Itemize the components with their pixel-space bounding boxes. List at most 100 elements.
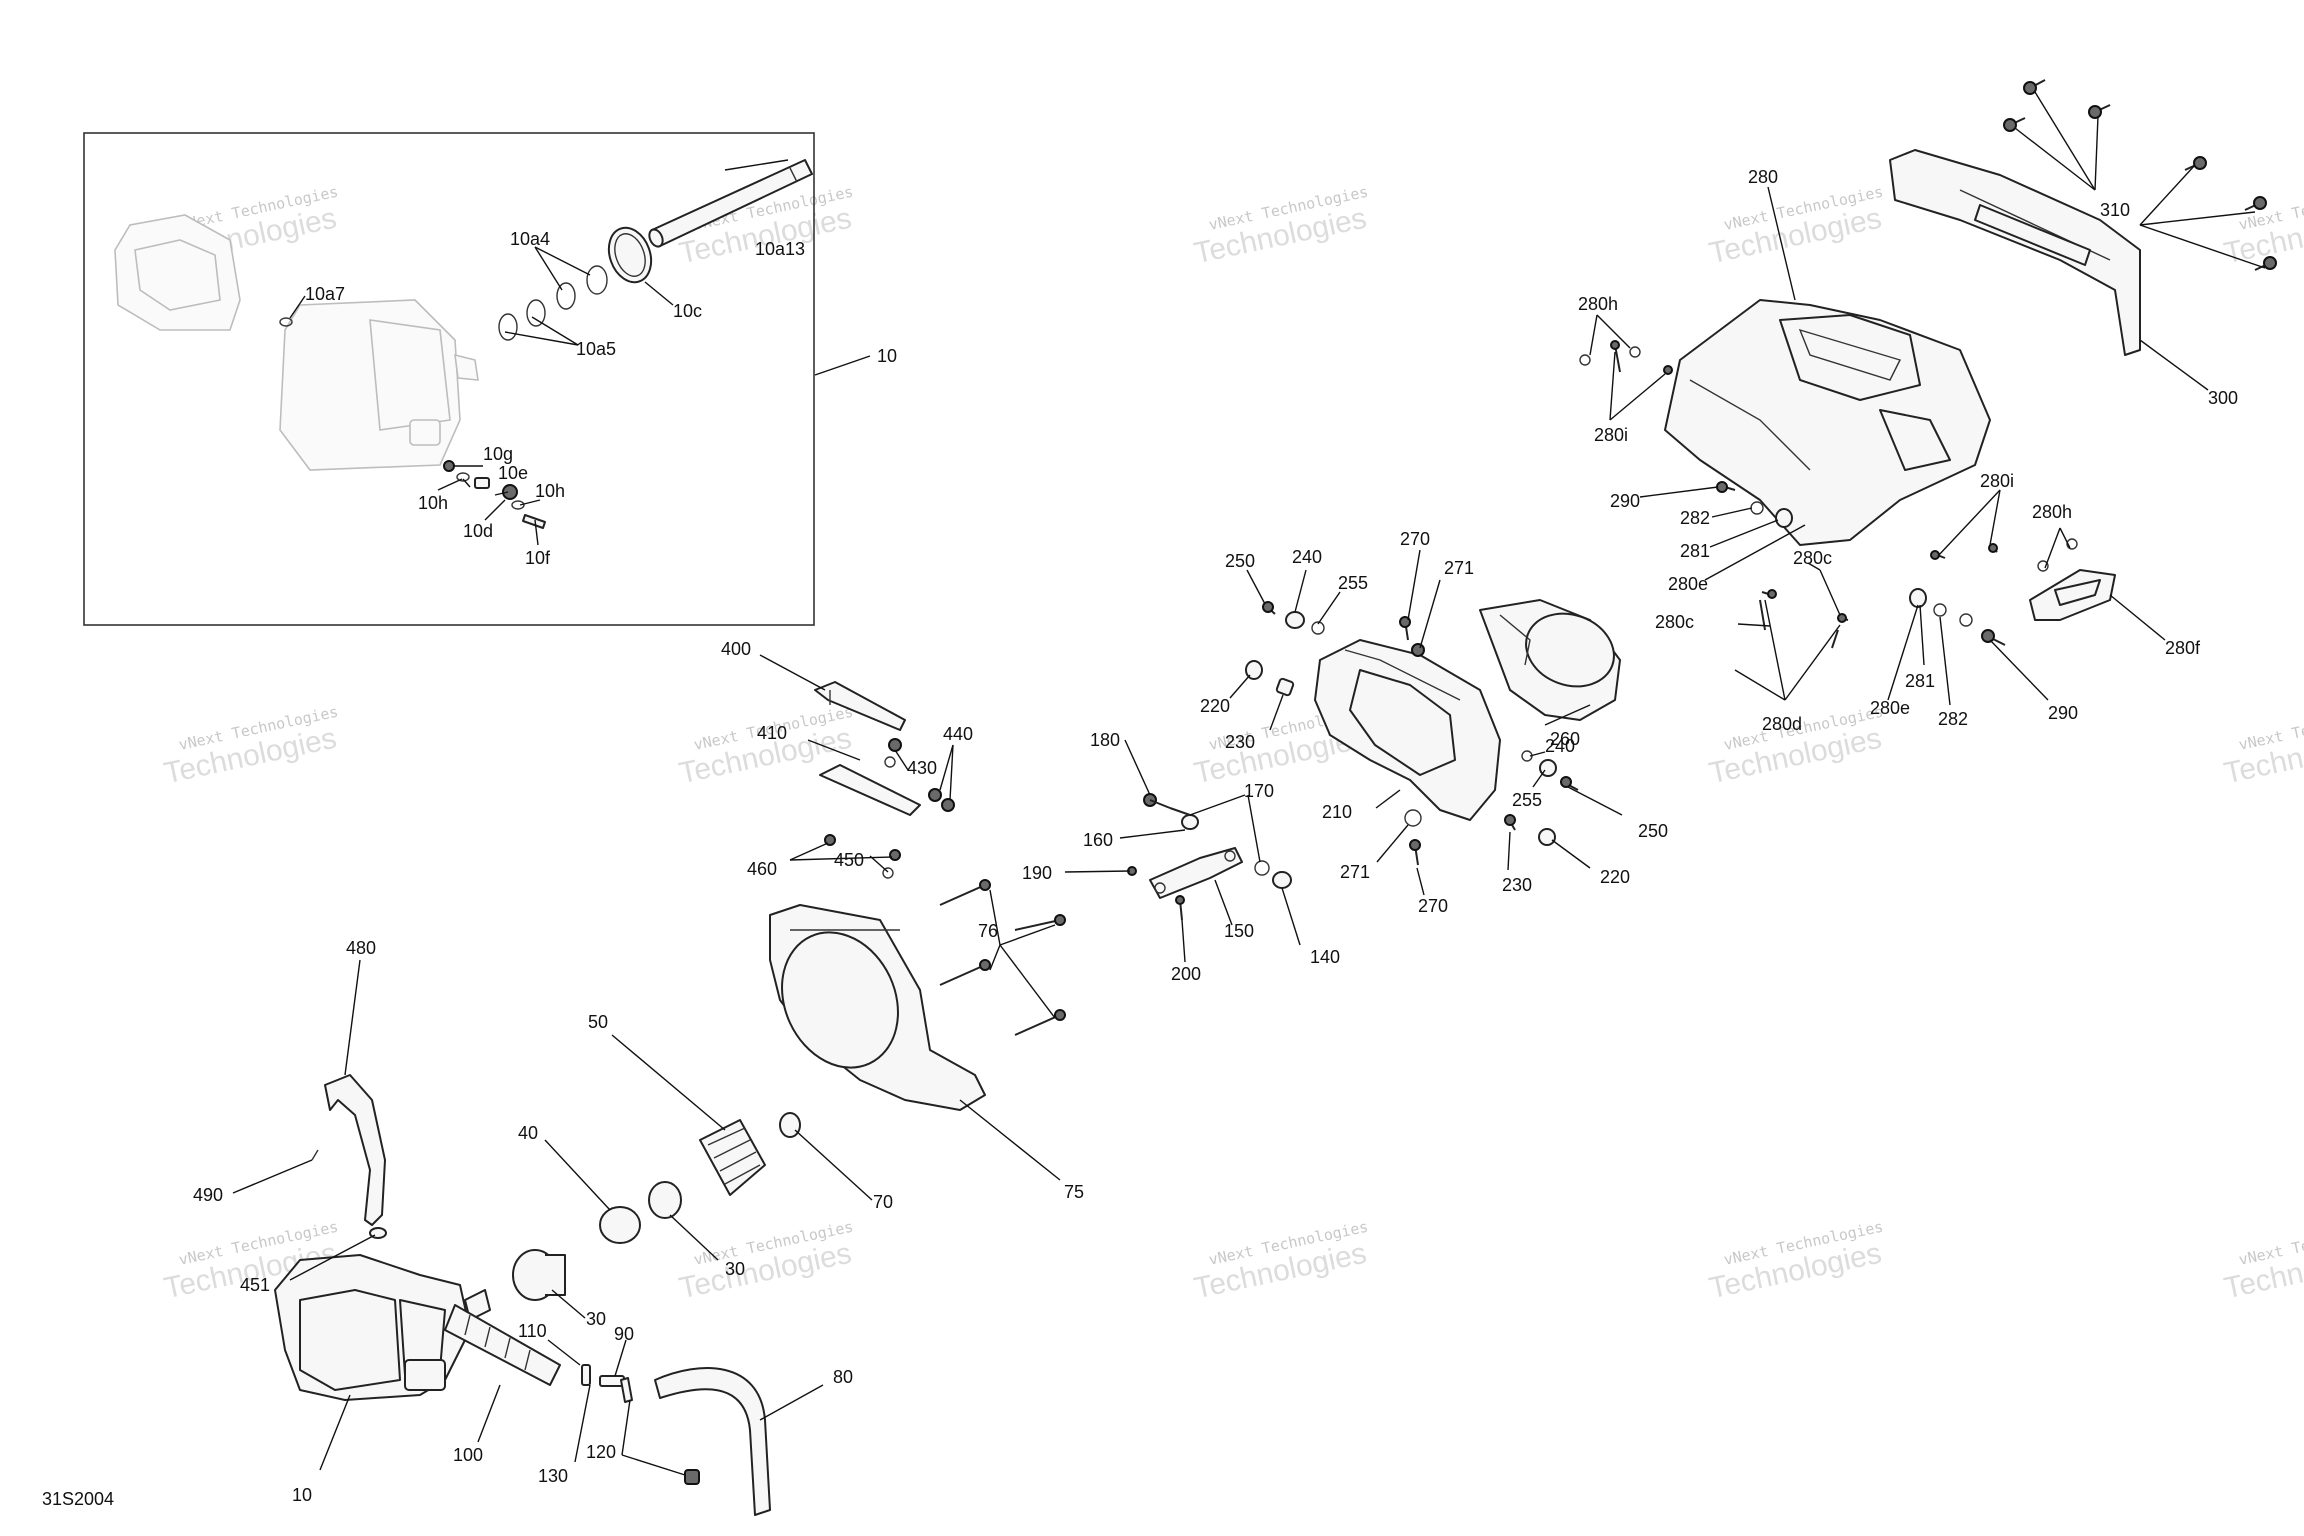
callout-150: 150: [1224, 921, 1254, 941]
callout-labels: 10a7 10a4 10a5 10a13 10c 10 10g 10e 10h …: [42, 167, 2238, 1509]
inset-assembly-10: [83, 132, 815, 626]
callout-410: 410: [757, 723, 787, 743]
nut-10g: [443, 460, 455, 472]
callout-280: 280: [1748, 167, 1778, 187]
callout-76: 76: [978, 921, 998, 941]
callout-10h: 10h: [535, 481, 565, 501]
callout-190: 190: [1022, 863, 1052, 883]
o-ring-10a5: [526, 299, 546, 327]
callout-160: 160: [1083, 830, 1113, 850]
spacer-10e: [474, 477, 490, 489]
link-arm-150: [1127, 793, 1292, 921]
callout-130: 130: [538, 1466, 568, 1486]
callout-10: 10: [292, 1485, 312, 1505]
callout-270: 270: [1400, 529, 1430, 549]
callout-230: 230: [1502, 875, 1532, 895]
callout-120: 120: [586, 1442, 616, 1462]
callout-280i: 280i: [1594, 425, 1628, 445]
callout-255: 255: [1338, 573, 1368, 593]
mounting-frame-210: [1314, 639, 1501, 821]
callout-220: 220: [1600, 867, 1630, 887]
clip-110: [581, 1364, 591, 1386]
callout-281: 281: [1680, 541, 1710, 561]
hardware-200-series: [1245, 601, 1579, 866]
callout-10a4: 10a4: [510, 229, 550, 249]
callout-300: 300: [2208, 388, 2238, 408]
callout-282: 282: [1680, 508, 1710, 528]
o-ring-10a4: [586, 265, 608, 295]
callout-200: 200: [1171, 964, 1201, 984]
callout-140: 140: [1310, 947, 1340, 967]
callout-280i: 280i: [1980, 471, 2014, 491]
bushing-10d: [502, 484, 518, 500]
callout-10g: 10g: [483, 444, 513, 464]
motor-housing-75: [769, 904, 986, 1111]
callout-280h: 280h: [2032, 502, 2072, 522]
callout-280h: 280h: [1578, 294, 1618, 314]
clamp-30-upper: [648, 1181, 682, 1219]
inset-frame: [83, 132, 815, 626]
callout-271: 271: [1444, 558, 1474, 578]
callout-490: 490: [193, 1185, 223, 1205]
hardware-280-series: [1579, 340, 2078, 649]
callout-280c: 280c: [1655, 612, 1694, 632]
plates-400-410: [814, 681, 955, 879]
callout-400: 400: [721, 639, 751, 659]
callout-451: 451: [240, 1275, 270, 1295]
spring-130: [620, 1377, 633, 1403]
callout-280d: 280d: [1762, 714, 1802, 734]
callout-10e: 10e: [498, 463, 528, 483]
callout-10: 10: [877, 346, 897, 366]
callout-480: 480: [346, 938, 376, 958]
callout-180: 180: [1090, 730, 1120, 750]
callout-70: 70: [873, 1192, 893, 1212]
callout-10a5: 10a5: [576, 339, 616, 359]
callout-280e: 280e: [1870, 698, 1910, 718]
callout-230: 230: [1225, 732, 1255, 752]
callout-10a7: 10a7: [305, 284, 345, 304]
ghost-actuator-housing: [114, 214, 479, 471]
upper-cover-280: [1664, 299, 1991, 546]
clamp-40: [599, 1206, 641, 1244]
callout-460: 460: [747, 859, 777, 879]
callout-250: 250: [1638, 821, 1668, 841]
o-ring-10a7: [279, 317, 293, 327]
o-ring-10a4: [556, 282, 576, 310]
callout-281: 281: [1905, 671, 1935, 691]
callout-290: 290: [1610, 491, 1640, 511]
callout-270: 270: [1418, 896, 1448, 916]
callout-280c: 280c: [1793, 548, 1832, 568]
washer-10h: [511, 500, 525, 510]
diagram-code: 31S2004: [42, 1489, 114, 1509]
callout-282: 282: [1938, 709, 1968, 729]
callout-40: 40: [518, 1123, 538, 1143]
callout-10f: 10f: [525, 548, 551, 568]
callout-100: 100: [453, 1445, 483, 1465]
callout-440: 440: [943, 724, 973, 744]
callout-240: 240: [1545, 736, 1575, 756]
screws-310: [2003, 79, 2277, 271]
callout-10d: 10d: [463, 521, 493, 541]
callout-271: 271: [1340, 862, 1370, 882]
callout-10c: 10c: [673, 301, 702, 321]
rubber-boot-100: [444, 1304, 561, 1386]
shaft-10a13: [648, 159, 813, 248]
callout-50: 50: [588, 1012, 608, 1032]
adapter-30: [512, 1249, 566, 1301]
callout-250: 250: [1225, 551, 1255, 571]
callout-30: 30: [586, 1309, 606, 1329]
bolts-76: [939, 879, 1066, 1036]
callout-290: 290: [2048, 703, 2078, 723]
seal-ring-10c: [607, 226, 653, 284]
actuator-assembly-10: [274, 1254, 491, 1401]
callout-260: 260: [1550, 729, 1580, 749]
callout-255: 255: [1512, 790, 1542, 810]
callout-110: 110: [518, 1321, 547, 1341]
washer-10h: [456, 472, 470, 482]
bolt-10f: [522, 514, 546, 529]
rubber-boot-50: [699, 1112, 801, 1196]
callout-10a13: 10a13: [755, 239, 805, 259]
hose-80: [654, 1367, 771, 1516]
callout-310: 310: [2100, 200, 2130, 220]
